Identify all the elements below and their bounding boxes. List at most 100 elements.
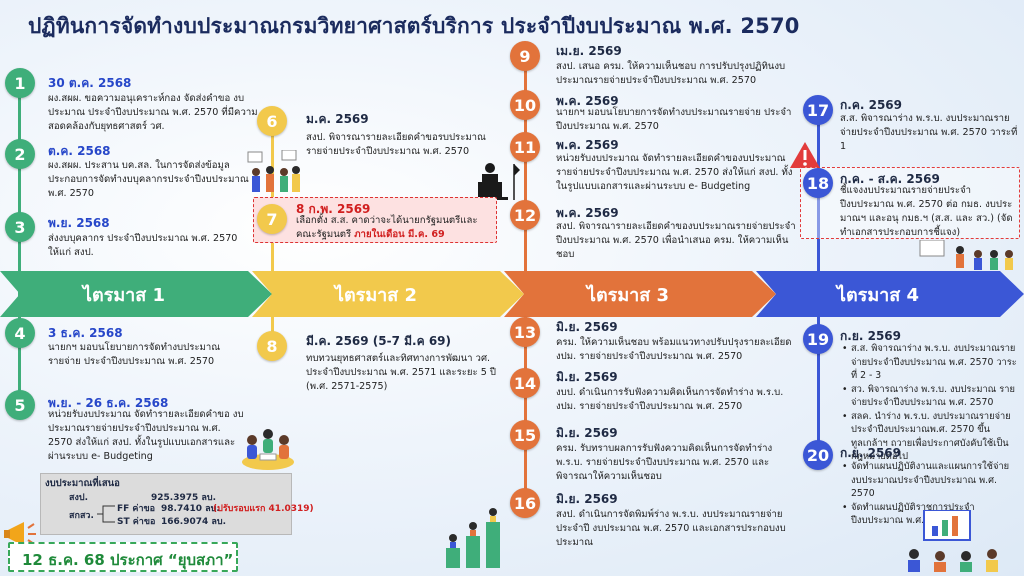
step-19-item-1: ส.ส. พิจารณาร่าง พ.ร.บ. งบประมาณรายจ่ายป… [842,342,1022,383]
dissolution-announcement: 12 ธ.ค. 68 ประกาศ “ยุบสภา” [22,551,234,569]
page-title: ปฏิทินการจัดทำงบประมาณกรมวิทยาศาสตร์บริก… [28,14,800,38]
step-19-list: ส.ส. พิจารณาร่าง พ.ร.บ. งบประมาณรายจ่ายป… [842,342,1022,464]
step-7-badge: 7 [257,204,287,234]
step-1-badge: 1 [5,68,35,98]
step-18-date: ก.ค. - ส.ค. 2569 [840,172,940,186]
step-5-desc: หน่วยรับงบประมาณ จัดทำรายละเอียดคำขอ งบป… [48,409,244,462]
step-17-date: ก.ค. 2569 [840,98,902,112]
step-7-desc: เลือกตั้ง ส.ส. คาดว่าจะได้นายกรัฐมนตรีแล… [296,214,494,242]
presentation-illustration [908,510,998,572]
step-19-item-3: สลค. นำร่าง พ.ร.บ. งบประมาณรายจ่ายประจำป… [842,410,1022,464]
step-4-badge: 4 [5,318,35,348]
election-notice-box [253,197,497,243]
step-11-date: พ.ค. 2569 [556,138,619,152]
podium-speaker-illustration [472,163,520,200]
step-14-date: มิ.ย. 2569 [556,370,618,384]
budget-row1-label: สงป. [69,493,89,503]
budget-row1-value: 925.3975 ลบ. [151,493,217,503]
step-20-date: ก.ย. 2569 [840,446,901,460]
step-4-date: 3 ธ.ค. 2568 [48,326,123,340]
step-9-desc: สงป. เสนอ ครม. ให้ความเห็นชอบ การปรับปรุ… [556,61,786,86]
budget-ff-value: 98.7410 ลบ. [161,504,220,514]
step-19-item-2: สว. พิจารณาร่าง พ.ร.บ. งบประมาณ รายจ่ายป… [842,383,1022,410]
dissolution-announcement-box [8,542,238,572]
step-20-item-2: จัดทำแผนปฏิบัติราชการประจำปีงบประมาณ พ.ศ… [842,501,1012,528]
step-17-badge: 17 [803,95,833,125]
bracket-connector [97,505,115,523]
budget-summary-box: งบประมาณที่เสนอ สงป. 925.3975 ลบ. สกสว. … [40,473,314,535]
quarter-1-label: ไตรมาส 1 [82,284,166,306]
quarter-3-label: ไตรมาส 3 [586,284,670,306]
step-9-date: เม.ย. 2569 [556,44,622,58]
step-20-item-1: จัดทำแผนปฏิบัติงานและแผนการใช้จ่ายงบประม… [842,460,1012,501]
step-10-desc: นายกฯ มอบนโยบายการจัดทำงบประมาณรายจ่าย ป… [556,107,792,132]
crowd-illustration [247,150,300,192]
step-12-desc: สงป. พิจารณารายละเอียดคำของบประมาณรายจ่า… [556,221,796,260]
step-5-date: พ.ย. - 26 ธ.ค. 2568 [48,396,169,410]
meeting-illustration [242,429,294,470]
step-13-date: มิ.ย. 2569 [556,320,618,334]
step-8-badge: 8 [257,331,287,361]
budget-ff-note: (ปรับรอบแรก 41.0319) [213,504,314,514]
megaphone-icon [4,522,36,546]
step-15-desc: ครม. รับทราบผลการรับฟังความคิดเห็นการจัด… [556,443,773,482]
step-3-badge: 3 [5,212,35,242]
step-7-date: 8 ก.พ. 2569 [296,202,371,216]
step-14-desc: งบป. ดำเนินการรับฟังความคิดเห็นการจัดทำร… [556,387,784,412]
step-3-desc: ส่งงบบุคลากร ประจำปีงบประมาณ พ.ศ. 2570 ใ… [48,233,238,258]
budget-hearing-box [800,167,1020,239]
budget-ff-label: FF ค่าขอ [117,504,156,514]
budget-heading: งบประมาณที่เสนอ [45,478,120,489]
step-17-desc: ส.ส. พิจารณาร่าง พ.ร.บ. งบประมาณรายจ่ายป… [840,113,1018,152]
step-16-date: มิ.ย. 2569 [556,492,618,506]
quarter-4-label: ไตรมาส 4 [836,284,920,306]
step-1-desc: ผง.สผผ. ขอความอนุเคราะห์กอง จัดส่งคำขอ ง… [48,93,258,132]
warning-icon [790,142,820,168]
step-4-desc: นายกฯ มอบนโยบายการจัดทำงบประมาณรายจ่าย ป… [48,342,221,367]
step-19-date: ก.ย. 2569 [840,329,901,343]
step-13-badge: 13 [510,317,540,347]
growth-team-illustration [446,508,500,568]
step-6-badge: 6 [257,106,287,136]
step-18-badge: 18 [803,168,833,198]
step-8-date: มี.ค. 2569 (5-7 มี.ค 69) [306,334,452,348]
step-9-badge: 9 [510,41,540,71]
step-1-date: 30 ต.ค. 2568 [48,76,132,90]
budget-row2-label: สกสว. [69,511,94,521]
step-18-desc: ชี้แจงงบประมาณรายจ่ายประจำปีงบประมาณ พ.ศ… [840,185,1013,238]
step-10-date: พ.ค. 2569 [556,94,619,108]
step-2-badge: 2 [5,139,35,169]
step-5-badge: 5 [5,390,35,420]
step-16-desc: สงป. ดำเนินการจัดพิมพ์ร่าง พ.ร.บ. งบประม… [556,509,786,548]
step-7-desc-highlight: ภายในเดือน มี.ค. 69 [354,229,445,240]
budget-st-value: 166.9074 ลบ. [161,517,227,527]
quarter-3-arrow: ไตรมาส 3 [504,271,776,317]
step-6-desc: สงป. พิจารณารายละเอียดคำขอรบประมาณรายจ่า… [306,132,486,157]
quarter-4-arrow: ไตรมาส 4 [756,271,1024,317]
quarter-1-arrow: ไตรมาส 1 [0,271,272,317]
step-14-badge: 14 [510,368,540,398]
step-12-date: พ.ค. 2569 [556,206,619,220]
step-12-badge: 12 [510,200,540,230]
step-11-desc: หน่วยรับงบประมาณ จัดทำรายละเอียดคำของบปร… [556,153,793,192]
quarter-2-arrow: ไตรมาส 2 [252,271,524,317]
step-7-desc-main: เลือกตั้ง ส.ส. คาดว่าจะได้นายกรัฐมนตรีแล… [296,215,478,240]
step-2-date: ต.ค. 2568 [48,144,111,158]
training-illustration [919,240,1013,270]
step-15-date: มิ.ย. 2569 [556,426,618,440]
step-8-desc: ทบทวนยุทธศาสตร์และทิศทางการพัฒนา วศ. ประ… [306,353,496,392]
step-2-desc: ผง.สผผ. ประสาน บค.สล. ในการจัดส่งข้อมูลป… [48,160,249,199]
step-15-badge: 15 [510,420,540,450]
step-11-badge: 11 [510,132,540,162]
step-19-badge: 19 [803,324,833,354]
step-6-date: ม.ค. 2569 [306,112,369,126]
quarter-2-label: ไตรมาส 2 [334,284,418,306]
budget-st-label: ST ค่าขอ [117,517,156,527]
timeline-line-q1 [18,80,21,410]
step-20-badge: 20 [803,440,833,470]
step-10-badge: 10 [510,90,540,120]
step-3-date: พ.ย. 2568 [48,216,110,230]
step-16-badge: 16 [510,488,540,518]
step-20-list: จัดทำแผนปฏิบัติงานและแผนการใช้จ่ายงบประม… [842,460,1012,528]
